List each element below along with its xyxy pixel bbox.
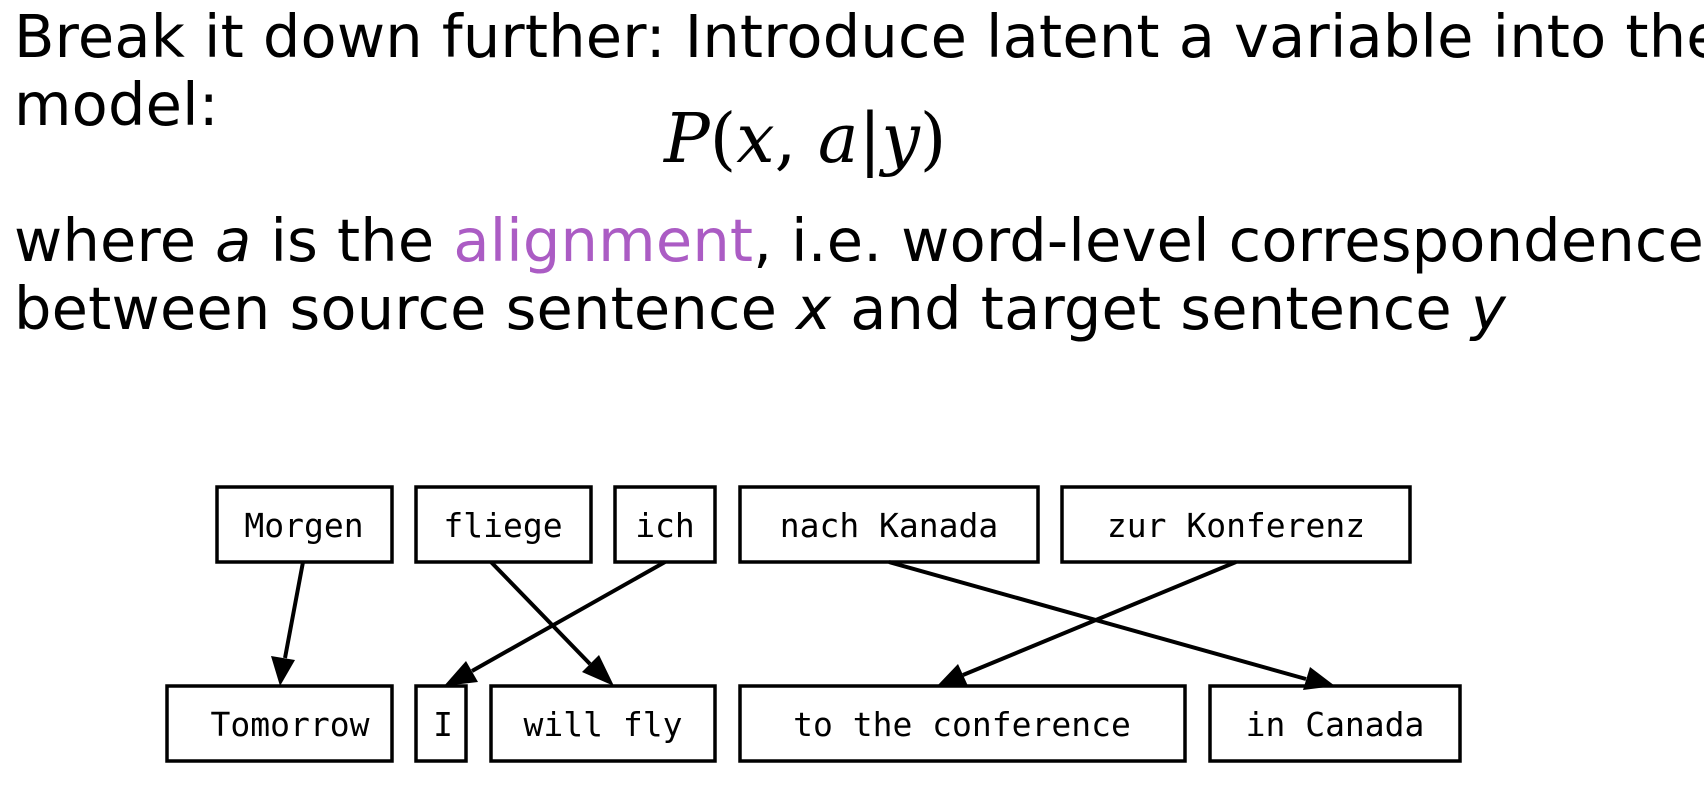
description-line-1: where a is the alignment, i.e. word-leve… [14, 206, 1704, 276]
source-word-box: Morgen [215, 485, 394, 564]
description-line-2: between source sentence x and target sen… [14, 274, 1506, 344]
formula-var-y: y [881, 100, 920, 179]
alignment-arrow [489, 560, 614, 686]
description-text: and target sentence [831, 274, 1471, 343]
formula-close-paren: ) [919, 100, 947, 179]
target-word-box: will fly [489, 684, 717, 763]
probability-formula: P(x, a|y) [664, 100, 946, 180]
variable-x: x [796, 274, 832, 343]
source-word-label: Morgen [244, 506, 363, 545]
source-word-label: nach Kanada [780, 506, 999, 545]
alignment-term: alignment [453, 206, 754, 275]
description-text: between source sentence [14, 274, 797, 343]
description-text: where [14, 206, 216, 275]
source-word-box: nach Kanada [738, 485, 1040, 564]
variable-y: y [1470, 274, 1506, 343]
formula-symbol-p: P [664, 100, 710, 179]
target-word-label: Tomorrow [211, 705, 370, 744]
alignment-arrow [444, 560, 666, 686]
source-word-label: zur Konferenz [1107, 506, 1365, 545]
heading-line-2: model: [14, 70, 219, 139]
source-word-box: fliege [414, 485, 593, 564]
formula-var-x: x [736, 100, 775, 179]
formula-comma: , [774, 100, 818, 179]
alignment-arrow [937, 560, 1237, 686]
formula-conditional-bar: | [858, 100, 882, 179]
target-word-label: I [433, 705, 453, 744]
heading-line-1: Break it down further: Introduce latent … [14, 2, 1704, 71]
formula-var-a: a [817, 100, 859, 179]
formula-open-paren: ( [709, 100, 737, 179]
target-word-label: will fly [524, 705, 683, 744]
source-word-label: ich [635, 506, 695, 545]
description-text: is the [251, 206, 454, 275]
target-word-box: I [414, 684, 468, 763]
target-word-label: to the conference [793, 705, 1131, 744]
target-word-box: Tomorrow [165, 684, 394, 763]
description-text: , i.e. word-level correspondence [753, 206, 1704, 275]
source-word-box: ich [613, 485, 717, 564]
alignment-arrow [271, 561, 305, 686]
variable-a: a [215, 206, 252, 275]
source-word-label: fliege [443, 506, 562, 545]
target-word-label: in Canada [1246, 705, 1425, 744]
target-word-box: to the conference [738, 684, 1187, 763]
target-word-box: in Canada [1208, 684, 1462, 763]
source-word-box: zur Konferenz [1060, 485, 1412, 564]
